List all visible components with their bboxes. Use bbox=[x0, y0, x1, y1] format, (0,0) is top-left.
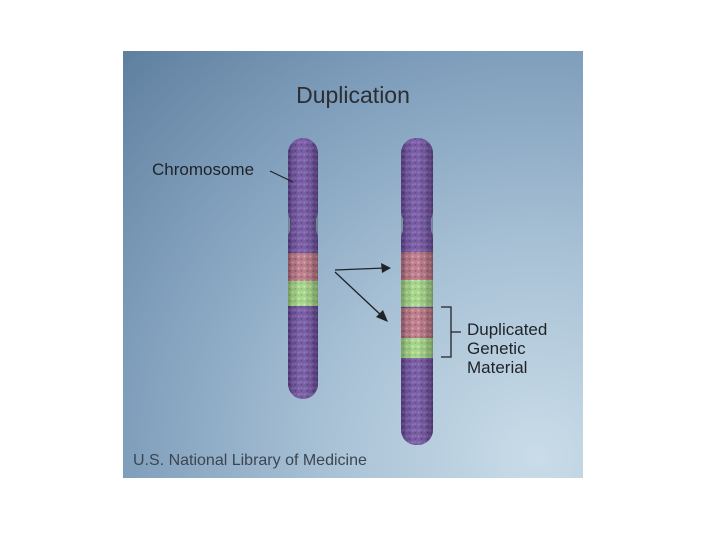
original-chromosome bbox=[288, 138, 318, 399]
diagram-title: Duplication bbox=[296, 82, 410, 108]
chromosome-illustration bbox=[269, 138, 461, 445]
duplicated-label-line-1: Duplicated bbox=[467, 320, 548, 339]
chromosome-label: Chromosome bbox=[152, 160, 255, 179]
chromosome-leader-line bbox=[269, 170, 294, 183]
duplicated-label-line-2: Genetic bbox=[467, 339, 526, 358]
illustration-panel: Duplication Chromosome Duplicated Geneti… bbox=[123, 51, 583, 478]
credit-text: U.S. National Library of Medicine bbox=[133, 452, 367, 469]
duplicated-material-label: Duplicated Genetic Material bbox=[467, 320, 547, 377]
duplicated-bracket bbox=[441, 306, 461, 358]
duplicated-chromosome bbox=[401, 138, 433, 445]
duplicated-label-line-3: Material bbox=[467, 358, 528, 377]
duplication-arrows bbox=[334, 263, 391, 322]
